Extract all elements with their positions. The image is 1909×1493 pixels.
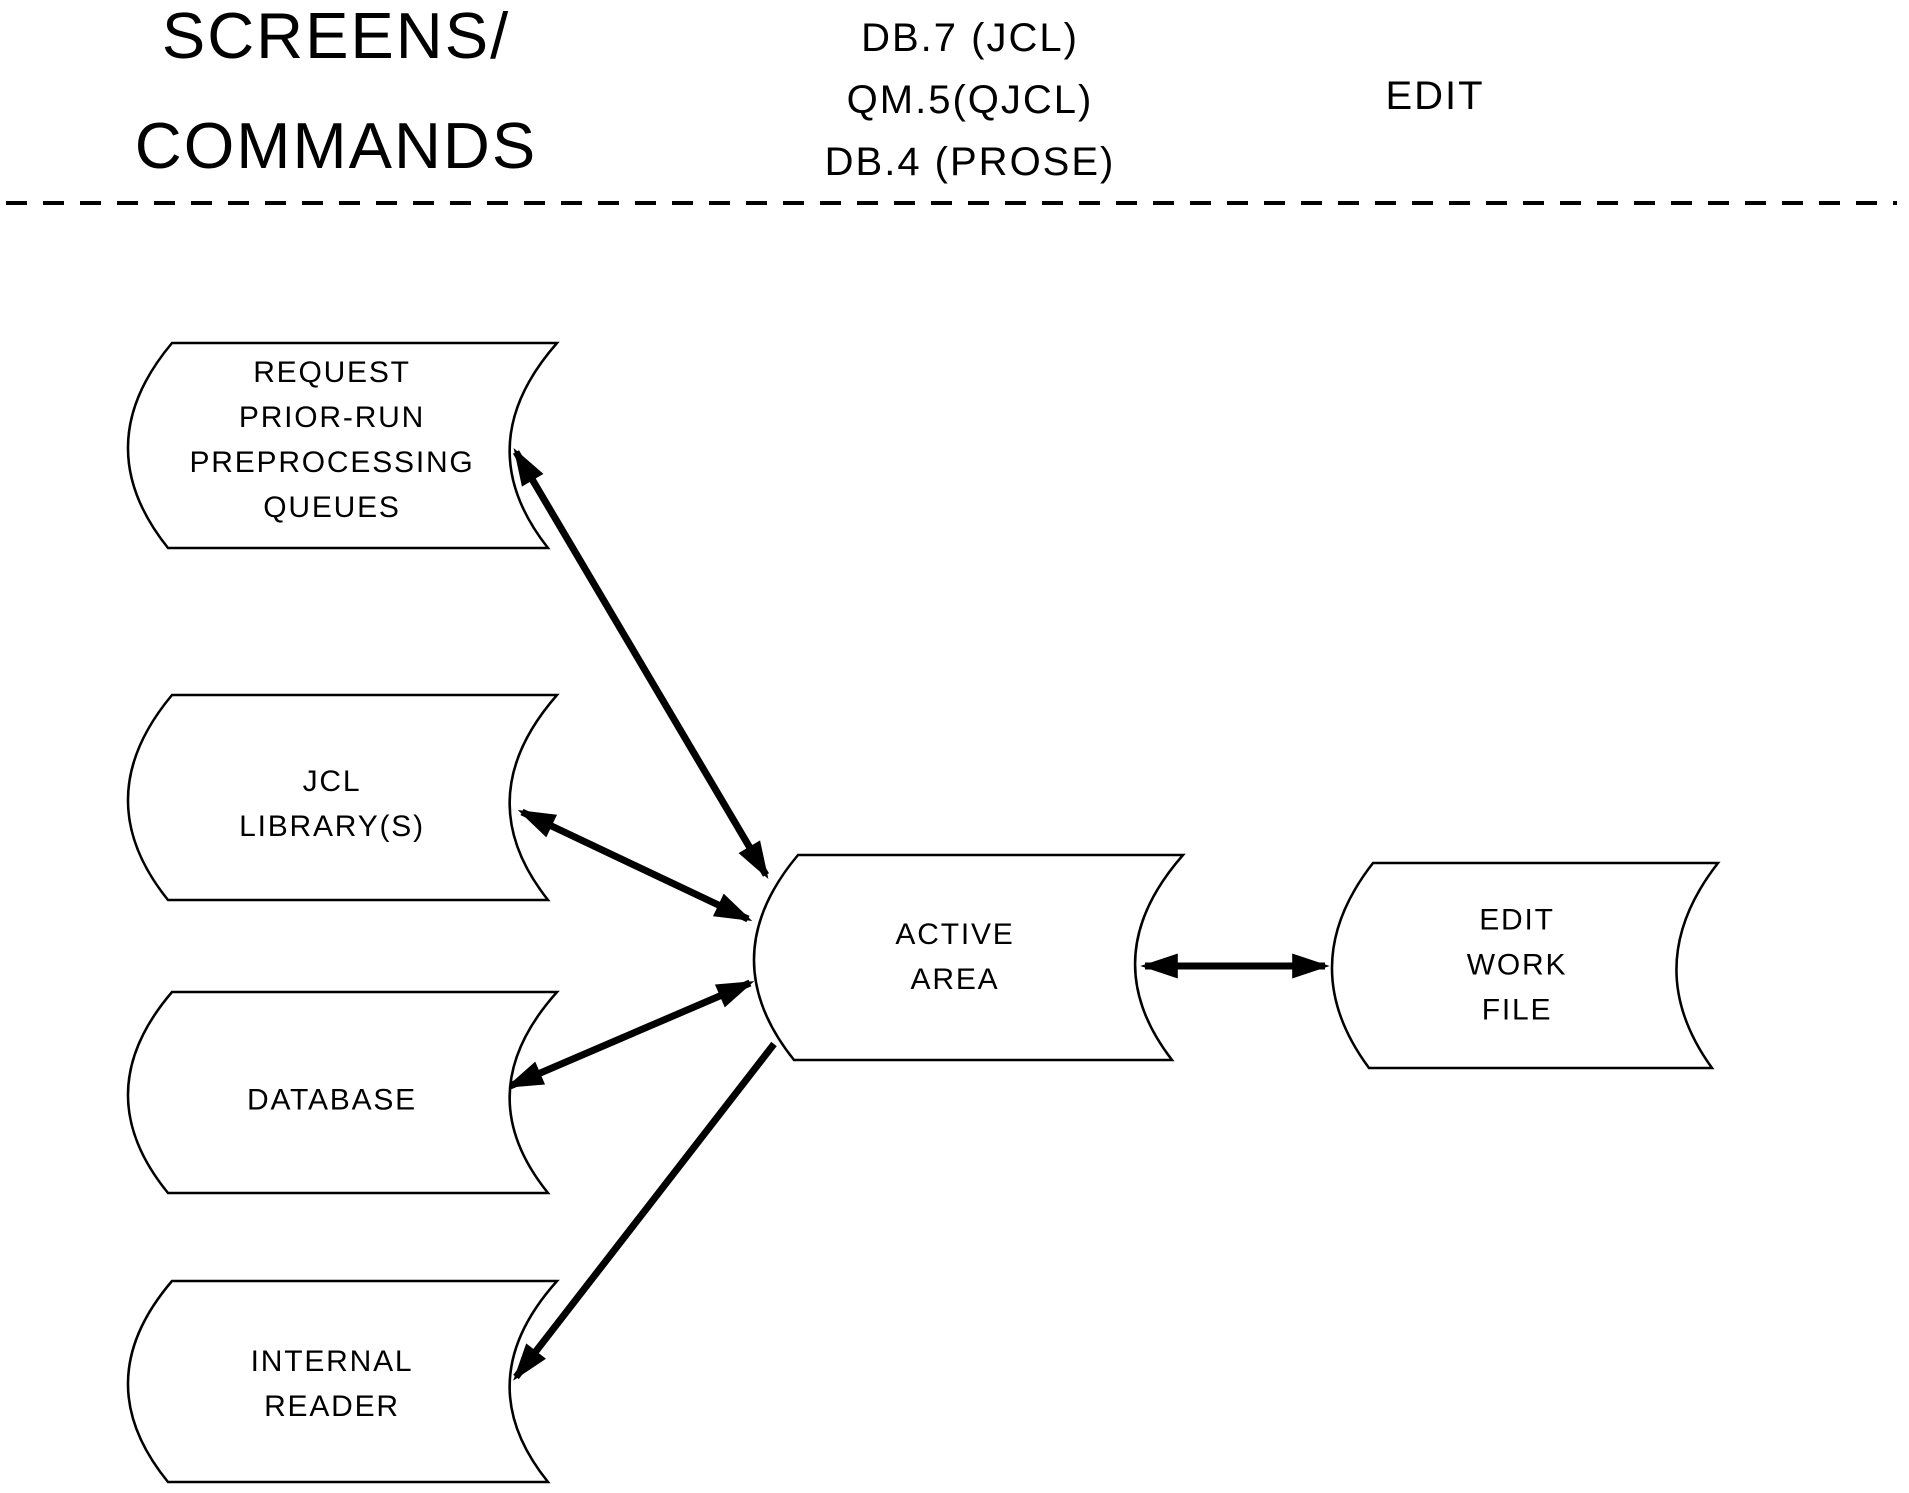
column-header-screens-commands: SCREENS/ COMMANDS: [135, 3, 537, 178]
arrow-active-area-internal-reader: [513, 1041, 777, 1381]
edit-command-label: EDIT: [1385, 74, 1485, 118]
command-item: DB.7 (JCL): [861, 16, 1079, 60]
node-label-internal-reader: INTERNAL READER: [250, 1345, 414, 1423]
node-label-edit-work-file: EDIT WORK FILE: [1466, 903, 1568, 1027]
node-label-jcl-library: JCL LIBRARY(S): [239, 765, 425, 843]
node-shape-edit-work-file: [1330, 861, 1721, 1070]
node-shape-jcl-library: [126, 693, 560, 902]
arrow-database-active-area: [505, 979, 755, 1090]
column-title-line2: COMMANDS: [134, 109, 538, 182]
node-shape-internal-reader: [126, 1279, 560, 1484]
command-item: DB.4 (PROSE): [824, 140, 1116, 184]
column-title-line1: SCREENS/: [161, 0, 511, 72]
arrow-request-queues-active-area: [512, 447, 770, 880]
command-list: DB.7 (JCL) QM.5(QJCL) DB.4 (PROSE): [825, 7, 1116, 193]
node-shape-database: [126, 990, 560, 1195]
node-shape-request-queues: [126, 341, 560, 550]
node-label-database: DATABASE: [247, 1083, 417, 1117]
node-label-active-area: ACTIVE AREA: [895, 918, 1015, 996]
node-shape-active-area: [752, 853, 1186, 1062]
command-item: QM.5(QJCL): [846, 78, 1094, 122]
arrow-jcl-library-active-area: [517, 808, 753, 923]
node-label-request-queues: REQUEST PRIOR-RUN PREPROCESSING QUEUES: [189, 356, 475, 524]
